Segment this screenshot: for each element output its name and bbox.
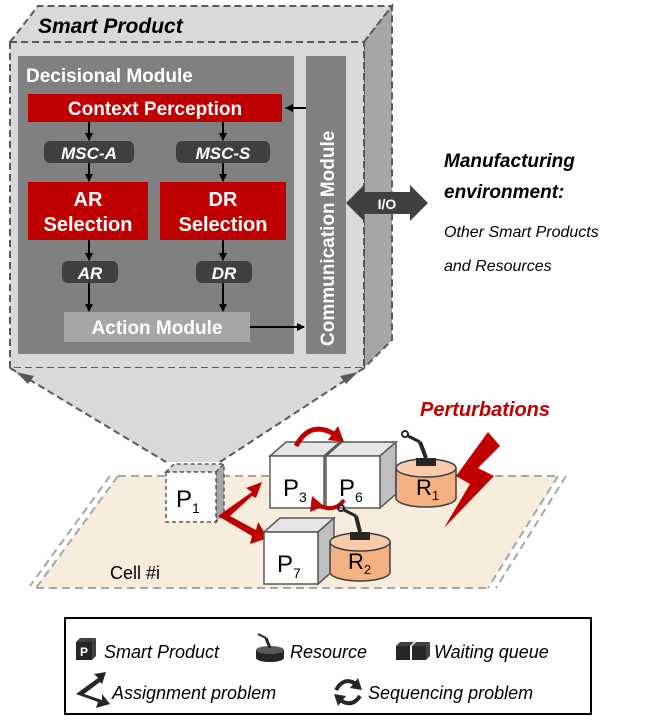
msc-a-label: MSC-A [61,144,117,163]
dr-label: DR [212,264,237,283]
resource-icon [256,633,284,662]
ar-label: AR [77,264,103,283]
dr-selection-box [160,182,286,240]
resource-r2 [329,504,391,582]
smart-product-icon-letter: P [80,645,88,659]
p3-label: P3 [283,475,307,505]
lightning-icon [444,432,500,528]
communication-module-label: Communication Module [318,131,339,346]
decisional-module-title: Decisional Module [26,66,193,87]
dr-selection-line1: DR [209,189,238,211]
ar-tag [62,261,118,283]
smart-product-icon [76,638,96,660]
legend-resource: Resource [290,642,367,662]
r2-label: R2 [348,549,371,577]
resource-r1 [395,430,457,508]
legend-assignment-problem: Assignment problem [111,683,276,703]
environment-title-line1: Manufacturing [444,151,575,172]
product-p7 [262,516,336,586]
io-double-arrow [346,185,428,221]
waiting-queue-icon [396,642,430,660]
assignment-icon [76,672,110,708]
smart-product-title: Smart Product [38,15,184,38]
product-p6 [324,440,398,510]
ar-selection-line2: Selection [44,214,133,236]
dr-tag [196,261,252,283]
action-module-label: Action Module [92,318,223,339]
dr-selection-line2: Selection [179,214,268,236]
legend-box [64,617,592,715]
legend-waiting-queue: Waiting queue [434,642,549,662]
p7-label: P7 [277,551,301,581]
perturbations-label: Perturbations [420,399,550,421]
msc-s-label: MSC-S [196,144,251,163]
environment-title-line2: environment: [444,182,564,203]
sequencing-arrow-top [293,426,336,448]
io-label: I/O [378,196,397,212]
sequencing-icon [334,678,362,706]
environment-subtitle-line1: Other Smart Products [444,224,599,241]
assignment-arrow [218,482,268,544]
p6-label: P6 [339,475,363,505]
ar-selection-line1: AR [74,189,103,211]
p1-label: P1 [176,486,200,516]
msc-a-tag [44,141,134,163]
legend-smart-product: Smart Product [104,642,220,662]
action-module-box [64,312,250,342]
product-p1 [164,462,226,524]
cell-label: Cell #i [110,563,160,583]
legend-sequencing-problem: Sequencing problem [368,683,533,703]
ar-selection-box [28,182,148,240]
context-perception-label: Context Perception [68,99,242,120]
r1-label: R1 [416,475,439,503]
context-perception-box [28,94,282,122]
msc-s-tag [176,141,270,163]
environment-subtitle-line2: and Resources [444,258,552,275]
communication-module-panel [306,56,346,354]
